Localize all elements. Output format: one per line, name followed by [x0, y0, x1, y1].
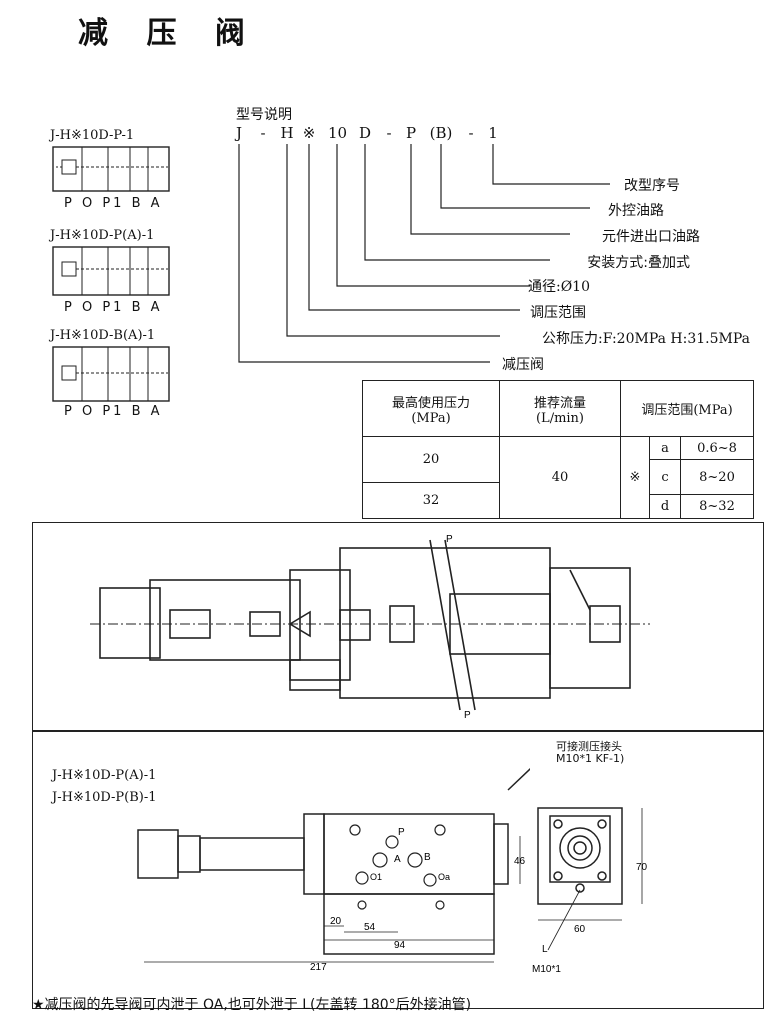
- desc-revision: 改型序号: [624, 178, 680, 194]
- face-port-o1: O1: [370, 872, 382, 882]
- code-part: (B): [429, 124, 453, 142]
- dim-l: L: [542, 944, 548, 955]
- desc-bore: 通径:Ø10: [527, 279, 590, 295]
- code-part: -: [386, 124, 392, 142]
- code-part: D: [358, 124, 372, 142]
- code-part: ※: [302, 124, 316, 142]
- code-part: -: [468, 124, 474, 142]
- drawing-frame: [32, 522, 764, 1009]
- face-port-a: A: [394, 854, 401, 865]
- variant-label-2: J-H※10D-P(B)-1: [52, 790, 157, 805]
- code-part: -: [260, 124, 266, 142]
- port-label-top: P: [446, 534, 453, 545]
- cell-pressure-32: 32: [362, 482, 500, 519]
- symbol-1: J-H※10D-P-1 P O P1 B A: [50, 128, 170, 211]
- desc-nominal-pressure: 公称压力:F:20MPa H:31.5MPa: [542, 331, 750, 347]
- symbol-ports: P O P1 B A: [64, 196, 163, 211]
- symbol-ports: P O P1 B A: [64, 404, 163, 419]
- code-part: 10: [328, 124, 348, 142]
- dim-217: 217: [310, 962, 327, 973]
- cell-code-d: d: [649, 494, 681, 519]
- model-code: J - H ※ 10 D - P (B) - 1: [230, 124, 510, 146]
- header-flow: 推荐流量(L/min): [499, 380, 621, 437]
- dim-94: 94: [394, 940, 406, 951]
- model-heading: 型号说明: [236, 107, 292, 123]
- symbol-3: J-H※10D-B(A)-1 P O P1 B A: [50, 328, 170, 419]
- cell-code-c: c: [649, 459, 681, 495]
- model-leader-lines: [238, 144, 610, 363]
- dim-54: 54: [364, 922, 376, 933]
- face-port-p: P: [398, 827, 405, 838]
- symbol-diagram: [52, 346, 170, 402]
- symbol-2: J-H※10D-P(A)-1 P O P1 B A: [50, 228, 170, 315]
- header-max-pressure: 最高使用压力(MPa): [362, 380, 500, 437]
- port-label-bottom: P: [464, 710, 471, 721]
- cell-range-c: 8~20: [680, 459, 754, 495]
- desc-port-oil-path: 元件进出口油路: [602, 229, 700, 245]
- desc-valve-type: 减压阀: [502, 357, 544, 373]
- symbol-label: J-H※10D-B(A)-1: [50, 328, 156, 343]
- symbol-diagram: [52, 246, 170, 296]
- cell-range-a: 0.6~8: [680, 436, 754, 460]
- face-port-b: B: [424, 852, 431, 863]
- dim-70: 70: [636, 862, 648, 873]
- desc-mounting: 安装方式:叠加式: [587, 255, 690, 271]
- dim-20: 20: [330, 916, 342, 927]
- code-part: P: [405, 124, 417, 142]
- dim-46: 46: [514, 856, 526, 867]
- code-part: H: [280, 124, 294, 142]
- callout-title: 可接测压接头: [556, 740, 622, 753]
- code-part: J: [235, 124, 242, 142]
- symbol-diagram: [52, 146, 170, 192]
- cell-flow: 40: [499, 436, 621, 519]
- frame-divider: [33, 730, 763, 732]
- desc-external-pilot: 外控油路: [608, 203, 664, 219]
- end-outline-view: 70 60 L M10*1: [532, 807, 648, 975]
- symbol-label: J-H※10D-P(A)-1: [50, 228, 155, 243]
- cell-pressure-20: 20: [362, 436, 500, 483]
- side-outline-view: P A B O1 Oa 20 54 94 217 46: [137, 768, 530, 973]
- dim-60: 60: [574, 924, 586, 935]
- desc-adjust-range: 调压范围: [530, 305, 586, 321]
- callout-spec: M10*1 KF-1): [556, 752, 625, 765]
- page-title: 减 压 阀: [78, 16, 259, 51]
- section-view: P P: [90, 534, 650, 721]
- face-port-o2: Oa: [438, 872, 450, 882]
- dim-m10: M10*1: [532, 964, 561, 975]
- cell-mark: ※: [620, 436, 650, 519]
- cell-code-a: a: [649, 436, 681, 460]
- symbol-ports: P O P1 B A: [64, 300, 163, 315]
- variant-label-1: J-H※10D-P(A)-1: [52, 768, 157, 783]
- symbol-label: J-H※10D-P-1: [50, 128, 135, 143]
- footnote: ★减压阀的先导阀可内泄于 OA,也可外泄于 L(左盖转 180°后外接油管): [32, 997, 472, 1013]
- header-adjust-range: 调压范围(MPa): [620, 380, 754, 437]
- code-part: 1: [488, 124, 498, 142]
- cell-range-d: 8~32: [680, 494, 754, 519]
- spec-table: 最高使用压力(MPa) 推荐流量(L/min) 调压范围(MPa) 20 40 …: [362, 380, 754, 519]
